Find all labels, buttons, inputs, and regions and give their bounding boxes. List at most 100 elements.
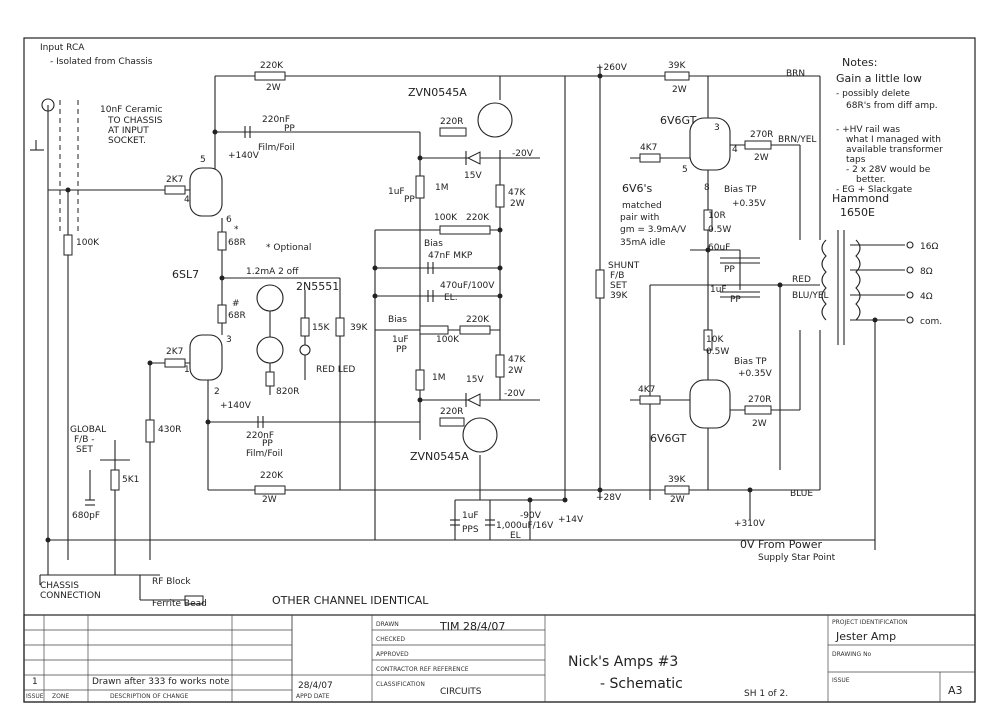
tb-drawn-label: DRAWN bbox=[376, 621, 399, 628]
r68r-b-label: 68R bbox=[228, 311, 246, 321]
tb-subtitle: - Schematic bbox=[600, 676, 683, 692]
transistor-ccs-lower bbox=[256, 336, 284, 364]
gv6-note-5: 35mA idle bbox=[620, 238, 666, 248]
c47nf-label: 47nF MKP bbox=[428, 251, 473, 261]
zero-v-label-2: Supply Star Point bbox=[758, 553, 836, 563]
v260-label: +260V bbox=[596, 63, 628, 73]
r220k-b-label: 220K bbox=[466, 315, 490, 325]
star-a-label: * bbox=[234, 225, 239, 235]
blu-yel-label: BLU/YEL bbox=[792, 291, 829, 301]
gv6-note: 6V6's bbox=[622, 182, 653, 195]
r47k-a-label: 47K bbox=[508, 188, 526, 198]
r15k-label: 15K bbox=[312, 323, 330, 333]
film-foil-bot: Film/Foil bbox=[246, 449, 283, 459]
pin-1-label: 1 bbox=[184, 365, 190, 375]
red-label: RED bbox=[792, 275, 811, 285]
r47k-b-watt: 2W bbox=[508, 366, 523, 376]
shunt-label-2: F/B bbox=[610, 271, 624, 281]
r220k-top-watt: 2W bbox=[266, 83, 281, 93]
pin-t3-label: 3 bbox=[714, 123, 720, 133]
c1uf-c-label: 1uF bbox=[710, 285, 727, 295]
r10k-watt: 0.5W bbox=[706, 347, 729, 357]
v140-top-label: +140V bbox=[228, 151, 260, 161]
r220r-b-label: 220R bbox=[440, 407, 463, 417]
v140-bot-label: +140V bbox=[220, 401, 252, 411]
v14-label: +14V bbox=[558, 515, 584, 525]
r220k-a-label: 220K bbox=[466, 213, 490, 223]
r100k-left-label: 100K bbox=[76, 238, 100, 248]
tb-project: Jester Amp bbox=[835, 630, 896, 643]
tb-issue: 1 bbox=[32, 677, 38, 687]
notes-line-6: available transformer bbox=[846, 145, 943, 155]
tb-project-label: PROJECT IDENTIFICATION bbox=[832, 619, 908, 626]
notes-line-4: - +HV rail was bbox=[836, 125, 900, 135]
r100k-b-label: 100K bbox=[436, 335, 460, 345]
r220k-bot-label: 220K bbox=[260, 471, 284, 481]
optional-label: * Optional bbox=[266, 243, 311, 253]
r4k7-b-label: 4K7 bbox=[638, 385, 655, 395]
gv6-note-2: matched bbox=[622, 201, 662, 211]
global-fb-label-3: SET bbox=[76, 445, 93, 455]
mosfet-bot-label: ZVN0545A bbox=[410, 450, 469, 463]
c470uf-label: 470uF/100V bbox=[440, 281, 495, 291]
tube-6v6gt-top-label: 6V6GT bbox=[660, 114, 697, 127]
r68r-a-label: 68R bbox=[228, 238, 246, 248]
c1000uf-el: EL bbox=[510, 531, 521, 541]
r4k7-a-label: 4K7 bbox=[640, 143, 657, 153]
pin-6-label: 6 bbox=[226, 215, 232, 225]
r39k-top-watt: 2W bbox=[672, 85, 687, 95]
tb-applied-date: APPD DATE bbox=[296, 693, 330, 700]
tube-6sl7-top bbox=[189, 167, 223, 217]
v28-label: +28V bbox=[596, 493, 622, 503]
v310-label: +310V bbox=[734, 519, 766, 529]
hash-label: # bbox=[232, 299, 240, 309]
notes-line-1: Gain a little low bbox=[836, 72, 922, 85]
tube-6v6gt-bot-label: 6V6GT bbox=[650, 432, 687, 445]
c220nf-bot-label: 220nF bbox=[246, 431, 274, 441]
gv6-note-4: gm = 3.9mA/V bbox=[620, 225, 687, 235]
tb-drawing-no: DRAWING No bbox=[832, 651, 872, 658]
pin-2-label: 2 bbox=[214, 387, 220, 397]
c60uf-label: 60uF bbox=[708, 243, 730, 253]
ceramic-label-2: TO CHASSIS bbox=[107, 116, 163, 126]
tb-classification-value: CIRCUITS bbox=[440, 687, 482, 697]
tb-sheet: SH 1 of 2. bbox=[744, 689, 788, 699]
r220k-top-label: 220K bbox=[260, 61, 284, 71]
notes-line-8: - 2 x 28V would be bbox=[846, 165, 931, 175]
r430r-label: 430R bbox=[158, 425, 181, 435]
c470uf-el: EL. bbox=[444, 293, 458, 303]
brn-yel-label: BRN/YEL bbox=[778, 135, 816, 145]
hammond-model: 1650E bbox=[840, 206, 875, 219]
r10r-a-label: 10R bbox=[708, 211, 726, 221]
tb-title: Nick's Amps #3 bbox=[568, 654, 678, 670]
out-16-label: 16Ω bbox=[920, 242, 938, 252]
bias-tp-a-value: +0.35V bbox=[732, 199, 767, 209]
rf-block-label: RF Block bbox=[152, 577, 191, 587]
c60uf-pp: PP bbox=[724, 265, 735, 275]
notes-line-3: 68R's from diff amp. bbox=[846, 101, 938, 111]
chassis-label: CHASSIS bbox=[40, 581, 79, 591]
c1uf-pps-label: 1uF bbox=[462, 511, 479, 521]
components bbox=[30, 71, 914, 605]
tb-description-label: DESCRIPTION OF CHANGE bbox=[110, 693, 189, 700]
pin-3-label: 3 bbox=[226, 335, 232, 345]
tb-drawn-value: TIM 28/4/07 bbox=[439, 620, 505, 633]
c220nf-top-pp: PP bbox=[284, 124, 295, 134]
schematic-labels: Input RCA - Isolated from Chassis 10nF C… bbox=[40, 43, 943, 609]
notes-line-7: taps bbox=[846, 155, 866, 165]
tb-classification-label: CLASSIFICATION bbox=[376, 681, 425, 688]
pin-5-label: 5 bbox=[200, 155, 206, 165]
pin-t4-label: 4 bbox=[732, 145, 738, 155]
notes-title: Notes: bbox=[842, 56, 877, 69]
r10r-a-watt: 0.5W bbox=[708, 225, 731, 235]
d15v-top-label: 15V bbox=[464, 171, 482, 181]
film-foil-top: Film/Foil bbox=[258, 143, 295, 153]
tb-checked-label: CHECKED bbox=[376, 636, 405, 643]
zero-v-label: 0V From Power bbox=[740, 538, 823, 551]
tb-issue2-label: ISSUE bbox=[832, 677, 850, 684]
bias-a-label: Bias bbox=[424, 239, 443, 249]
ceramic-label: 10nF Ceramic bbox=[100, 105, 162, 115]
r1m-b-label: 1M bbox=[432, 373, 446, 383]
tb-zone-label: ZONE bbox=[52, 693, 69, 700]
hammond-label: Hammond bbox=[832, 192, 889, 205]
